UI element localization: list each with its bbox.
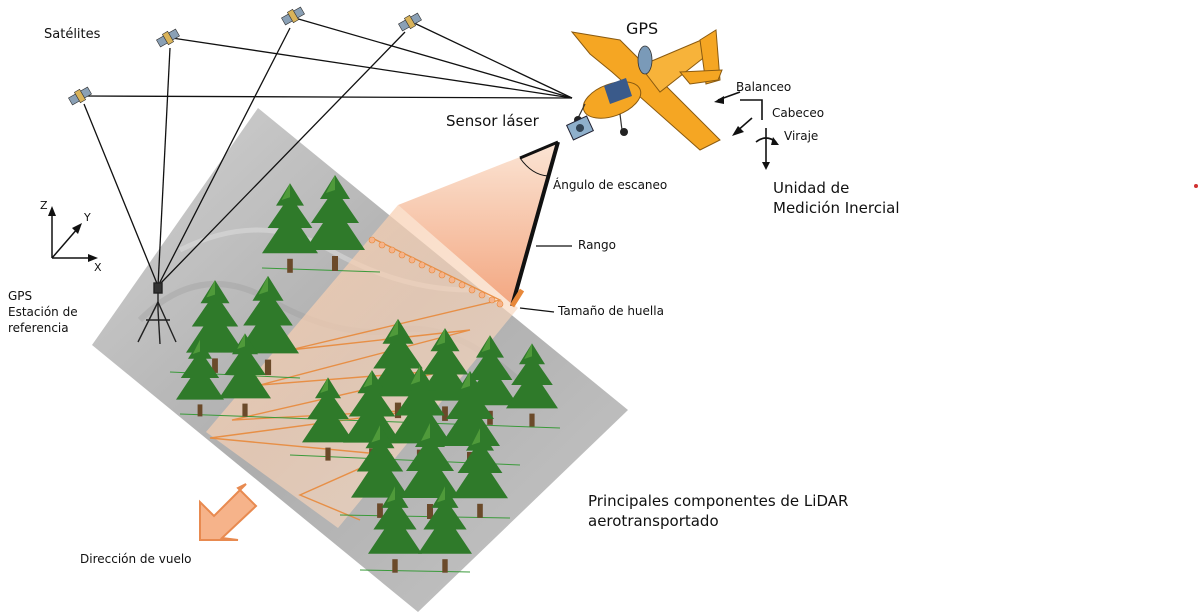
forest — [169, 175, 561, 573]
laser-dots — [368, 236, 504, 308]
satellite-icon — [280, 5, 306, 27]
gps-station-label-line1: GPS — [8, 289, 33, 303]
satellites — [67, 5, 423, 107]
scan-angle-arc — [519, 157, 549, 177]
satellite-icon — [397, 11, 423, 33]
gps-station-label-line2: Estación de — [8, 305, 78, 319]
range-label: Rango — [578, 238, 616, 252]
imu-label-line1: Unidad de — [773, 179, 850, 197]
caption-line2: aerotransportado — [588, 512, 719, 530]
axis-z-label: Z — [40, 199, 48, 212]
axis-x-label: X — [94, 261, 102, 274]
yaw-label: Viraje — [784, 129, 819, 143]
range-line — [510, 141, 560, 307]
flight-direction-label: Dirección de vuelo — [80, 552, 192, 566]
pitch-label: Cabeceo — [772, 106, 825, 120]
red-dot — [1194, 184, 1198, 188]
caption-line1: Principales componentes de LiDAR — [588, 492, 849, 510]
flight-arrow-icon — [199, 483, 258, 541]
footprint-leader — [519, 307, 555, 313]
satellites-label: Satélites — [44, 27, 101, 42]
footprint-label: Tamaño de huella — [558, 304, 664, 318]
xyz-axes — [48, 206, 98, 262]
sensor-label: Sensor láser — [446, 112, 539, 130]
scan-angle-label: Ángulo de escaneo — [553, 178, 668, 192]
laser-sensor-icon — [565, 115, 595, 141]
satellite-icon — [155, 27, 181, 49]
imu-label-line2: Medición Inercial — [773, 199, 900, 217]
roll-label: Balanceo — [736, 80, 792, 94]
imu-arrows — [714, 91, 779, 170]
gps-station-label-line3: referencia — [8, 321, 69, 335]
axis-y-label: Y — [84, 211, 91, 224]
scan-cone — [398, 142, 558, 306]
airplane-icon — [570, 29, 723, 151]
gps-airplane-label: GPS — [626, 19, 659, 38]
signal-lines — [83, 17, 573, 287]
scan-swath — [206, 205, 518, 528]
tripod-gps-icon — [137, 282, 177, 345]
